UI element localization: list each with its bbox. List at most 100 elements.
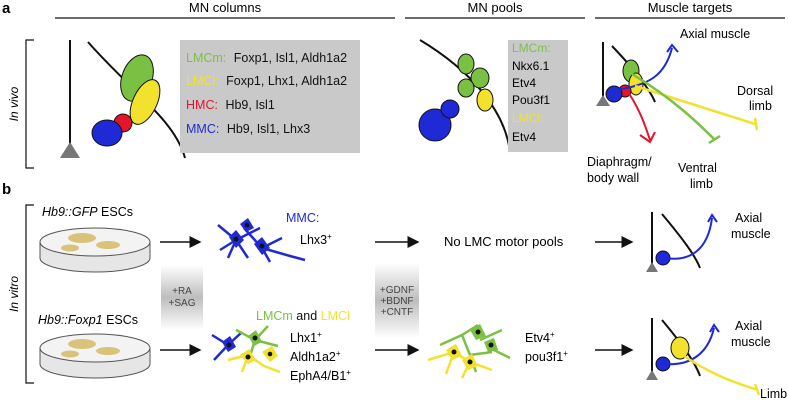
header-mn-pools: MN pools xyxy=(468,0,523,15)
epha4-base: EphA4/B1 xyxy=(290,369,346,383)
mmc-neuron-cluster xyxy=(217,218,306,263)
pools-lmcl-name: LMCl: xyxy=(512,111,543,125)
mmc-label: MMC: xyxy=(286,211,319,225)
lmcl-column xyxy=(129,79,161,125)
pool-marker-pou3f1: pou3f1+ xyxy=(525,349,568,364)
esc-top-prefix: Hb9::GFP xyxy=(42,205,98,219)
bdnf-label: +BDNF xyxy=(380,296,413,307)
header-muscle-targets: Muscle targets xyxy=(648,0,733,15)
panel-a-letter: a xyxy=(2,0,11,17)
epha4-sup: + xyxy=(346,368,351,377)
axial-axon xyxy=(615,47,673,91)
lmcl-markers: Foxp1, Lhx1, Aldh1a2 xyxy=(226,74,347,88)
pools-marker-box xyxy=(508,40,568,152)
axial-bottom-2: muscle xyxy=(731,335,771,349)
dorsal-axon-terminal xyxy=(753,117,759,131)
lmc-neuron-cluster xyxy=(211,325,281,374)
pou3f1-base: pou3f1 xyxy=(525,350,563,364)
pool-marker-etv4: Etv4+ xyxy=(525,330,555,345)
pools-mmc-small xyxy=(440,99,460,119)
esc-bottom-prefix: Hb9::Foxp1 xyxy=(38,313,103,327)
pool-lmcl xyxy=(476,88,494,112)
lhx3-marker: Lhx3+ xyxy=(300,232,332,247)
lmc-label-lmcl: LMCl xyxy=(321,309,350,323)
ventral-axon xyxy=(631,72,716,141)
lmc-marker-epha4: EphA4/B1+ xyxy=(290,368,351,383)
axial-bottom-1: Axial xyxy=(735,319,762,333)
pools-lmcl-marker: Etv4 xyxy=(512,130,536,144)
lmc-label: LMCm and LMCl xyxy=(256,309,350,323)
pools-lmcm-marker: Nkx6.1 xyxy=(512,59,550,73)
ventral-horn-triangle xyxy=(60,142,80,158)
axial-axon-terminal xyxy=(666,43,679,53)
panel-b-side-label: In vitro xyxy=(7,276,21,312)
panel-b-bracket xyxy=(25,204,34,384)
ventral-axon-terminal xyxy=(708,134,721,145)
target-diaphragm-label-2: body wall xyxy=(587,171,639,185)
result-cord-bottom xyxy=(646,318,761,396)
pool-lmcm-1 xyxy=(457,53,475,75)
gdnf-label: +GDNF xyxy=(380,285,414,296)
no-lmc-pools-text: No LMC motor pools xyxy=(444,234,564,249)
target-dorsal-label-1: Dorsal xyxy=(737,84,773,98)
lmcm-markers: Foxp1, Isl1, Aldh1a2 xyxy=(234,51,347,65)
panel-a-side-label: In vivo xyxy=(7,86,21,121)
esc-bottom-label: Hb9::Foxp1 ESCs xyxy=(38,313,138,327)
lmcl-marker-line: LMCl: Foxp1, Lhx1, Aldh1a2 xyxy=(186,74,347,88)
petri-dish-bottom xyxy=(39,333,151,379)
diaphragm-axon-terminal xyxy=(639,131,656,144)
mmc-marker-line: MMC: Hb9, Isl1, Lhx3 xyxy=(186,122,310,136)
hmc-marker-line: HMC: Hb9, Isl1 xyxy=(186,98,275,112)
pools-mmc xyxy=(418,108,452,142)
pool-lmcm-3 xyxy=(457,78,475,98)
lmcm-marker-line: LMCm: Foxp1, Isl1, Aldh1a2 xyxy=(186,51,347,65)
esc-top-suffix: ESCs xyxy=(98,205,133,219)
etv4-base: Etv4 xyxy=(525,331,550,345)
targets-horn-triangle xyxy=(596,95,610,106)
esc-bottom-suffix: ESCs xyxy=(103,313,138,327)
pools-lmcm-marker: Etv4 xyxy=(512,76,536,90)
petri-dish-top xyxy=(39,227,151,273)
lhx1-base: Lhx1 xyxy=(290,331,317,345)
pool-lmcm-2 xyxy=(470,67,490,89)
columns-marker-box xyxy=(180,40,360,153)
sag-label: +SAG xyxy=(169,298,196,309)
esc-top-label: Hb9::GFP ESCs xyxy=(42,205,133,219)
hmc-markers: Hb9, Isl1 xyxy=(225,98,274,112)
diaphragm-axon xyxy=(627,91,651,141)
lhx1-sup: + xyxy=(317,330,322,339)
pools-lmcm-marker: Pou3f1 xyxy=(512,93,550,107)
dorsal-axon xyxy=(634,84,756,126)
etv4-sup: + xyxy=(550,330,555,339)
lhx3-base: Lhx3 xyxy=(300,233,327,247)
pou3f1-sup: + xyxy=(563,349,568,358)
ra-label: +RA xyxy=(172,286,192,297)
aldh1a2-sup: + xyxy=(336,349,341,358)
target-axial-label: Axial muscle xyxy=(680,27,750,41)
result-cord-top xyxy=(646,212,718,272)
axial-top-2: muscle xyxy=(731,227,771,241)
hmc-name: HMC: xyxy=(186,98,218,112)
pools-lmcm-name: LMCm: xyxy=(512,41,551,55)
limb-label: Limb xyxy=(760,387,787,401)
mmc-markers: Hb9, Isl1, Lhx3 xyxy=(227,122,310,136)
lhx3-sup: + xyxy=(327,232,332,241)
mmc-column xyxy=(91,119,123,147)
target-ventral-label-1: Ventral xyxy=(678,161,717,175)
target-diaphragm-label-1: Diaphragm/ xyxy=(587,155,652,169)
growth-factor-bar xyxy=(375,263,419,338)
lmc-label-lmcm: LMCm xyxy=(256,309,293,323)
lmc-marker-lhx1: Lhx1+ xyxy=(290,330,322,345)
targets-mmc xyxy=(605,85,623,103)
target-ventral-label-2: limb xyxy=(690,177,713,191)
target-dorsal-label-2: limb xyxy=(749,99,772,113)
lmc-marker-aldh1a2: Aldh1a2+ xyxy=(290,349,341,364)
header-mn-columns: MN columns xyxy=(189,0,262,15)
aldh1a2-base: Aldh1a2 xyxy=(290,350,336,364)
ra-sag-bar xyxy=(161,265,203,330)
cntf-label: +CNTF xyxy=(381,307,414,318)
panel-a-bracket xyxy=(25,39,34,169)
pool-neuron-cluster xyxy=(427,323,511,379)
panel-b-letter: b xyxy=(2,181,11,198)
